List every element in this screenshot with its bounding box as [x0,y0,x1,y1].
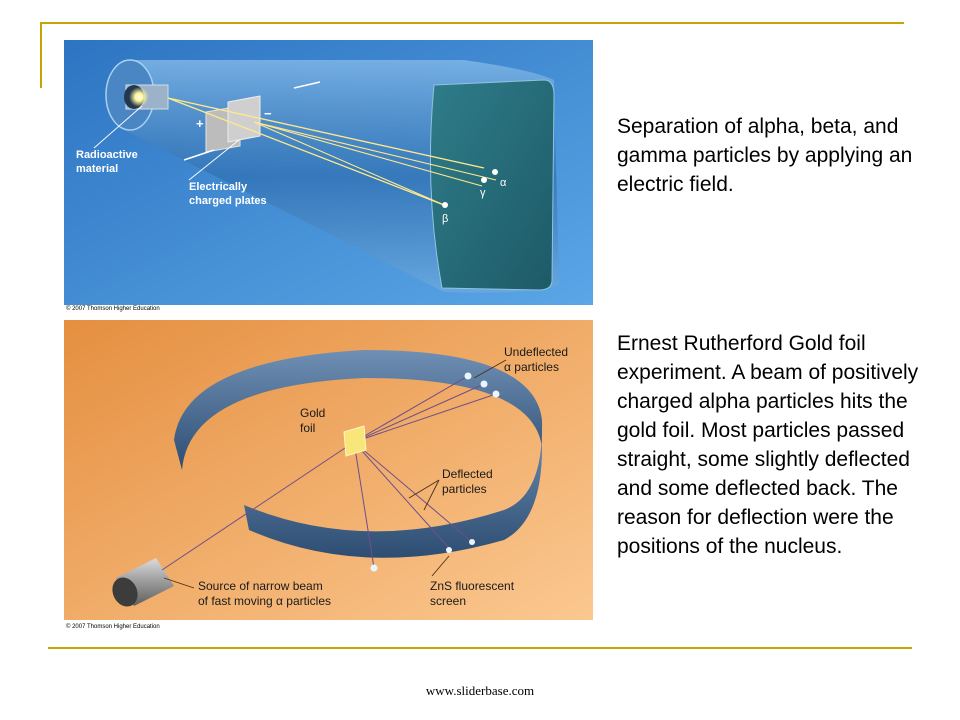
label-undeflected-2: α particles [504,360,559,374]
label-deflected-1: Deflected [442,467,493,481]
zns-screen-front [244,420,543,558]
top-rule-vertical [40,22,42,88]
detector-screen [429,79,555,291]
caption-gold-foil: Ernest Rutherford Gold foil experiment. … [617,332,919,558]
label-radioactive-1: Radioactive [76,149,138,161]
label-gold-2: foil [300,421,315,435]
caption-electric-field: Separation of alpha, beta, and gamma par… [617,115,913,196]
label-gold-1: Gold [300,406,325,420]
gold-foil [343,425,367,457]
alpha-label: α [500,177,507,189]
label-source-1: Source of narrow beam [198,579,323,593]
label-plates-2: charged plates [189,195,267,207]
gamma-label: γ [480,187,486,199]
negative-plate [227,95,261,143]
bottom-rule [48,647,912,649]
label-plates-1: Electrically [189,181,248,193]
beta-label: β [442,213,448,225]
alpha-source [112,558,174,607]
gold-foil-figure: Undeflected α particles Gold foil Deflec… [64,320,593,620]
electric-field-illustration: Radioactive material Electrically charge… [64,40,593,305]
footer-url: www.sliderbase.com [425,683,535,698]
label-screen-1: ZnS fluorescent [430,579,515,593]
bottom-figure-credit: © 2007 Thomson Higher Education [66,624,160,630]
label-source-2: of fast moving α particles [198,594,331,608]
label-undeflected-1: Undeflected [504,345,568,359]
label-screen-2: screen [430,594,466,608]
label-deflected-2: particles [442,482,487,496]
top-figure-credit: © 2007 Thomson Higher Education [66,306,160,312]
top-rule-horizontal [40,22,904,24]
label-radioactive-2: material [76,163,118,175]
electric-field-figure: Radioactive material Electrically charge… [64,40,593,305]
radioactive-source [129,87,149,107]
zns-screen-back [174,350,542,470]
minus-sign: − [264,106,272,121]
plus-sign: + [196,116,204,131]
gold-foil-illustration: Undeflected α particles Gold foil Deflec… [64,320,593,620]
